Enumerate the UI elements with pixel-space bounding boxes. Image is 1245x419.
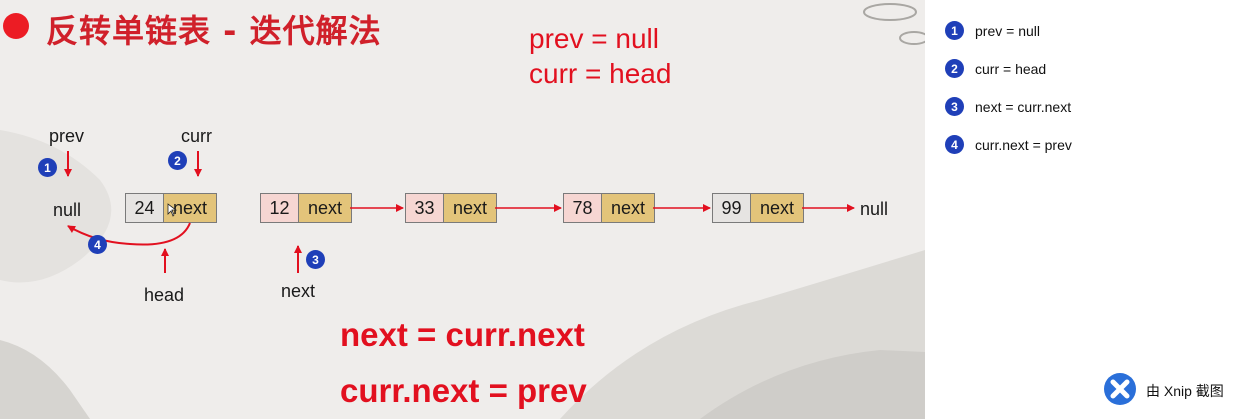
step-text: curr.next = prev: [975, 136, 1072, 153]
node-next-field: next: [299, 194, 351, 222]
code-line-next: next = curr.next: [340, 316, 585, 353]
bg-wave: [700, 350, 925, 419]
step-item: 2 curr = head: [945, 59, 1046, 78]
list-node: 12 next: [260, 193, 352, 223]
node-value: 78: [564, 194, 602, 222]
step-badge: 4: [88, 235, 107, 254]
bg-scroll-mid: [899, 31, 925, 45]
node-value: 99: [713, 194, 751, 222]
list-node: 99 next: [712, 193, 804, 223]
node-next-field: next: [164, 194, 216, 222]
step-text: prev = null: [975, 22, 1040, 39]
step-number-badge: 1: [945, 21, 964, 40]
step-badge: 2: [168, 151, 187, 170]
step-badge: 1: [38, 158, 57, 177]
step-number-badge: 2: [945, 59, 964, 78]
list-node: 78 next: [563, 193, 655, 223]
label-null-right: null: [860, 199, 889, 219]
step-item: 4 curr.next = prev: [945, 135, 1072, 154]
bg-scroll-top: [863, 3, 917, 21]
step-item: 1 prev = null: [945, 21, 1040, 40]
title-bullet: [3, 13, 29, 39]
node-value: 12: [261, 194, 299, 222]
label-prev: prev: [49, 126, 85, 146]
slide-background: [0, 3, 925, 419]
node-next-field: next: [444, 194, 496, 222]
step-text: next = curr.next: [975, 98, 1072, 115]
label-next-pointer: next: [281, 281, 316, 301]
node-next-field: next: [602, 194, 654, 222]
xnip-logo-icon: [1104, 373, 1136, 405]
init-line-prev: prev = null: [529, 23, 659, 54]
step-item: 3 next = curr.next: [945, 97, 1071, 116]
slide-title: 反转单链表 - 迭代解法: [46, 12, 382, 50]
label-null-left: null: [53, 200, 82, 220]
step-text: curr = head: [975, 60, 1047, 77]
slide: 反转单链表 - 迭代解法 prev = null curr = head pre…: [0, 0, 925, 419]
list-node: 24 next: [125, 193, 217, 223]
label-head: head: [144, 285, 185, 305]
step-number-badge: 3: [945, 97, 964, 116]
node-value: 33: [406, 194, 444, 222]
node-value: 24: [126, 194, 164, 222]
init-line-curr: curr = head: [529, 58, 672, 89]
step-number-badge: 4: [945, 135, 964, 154]
list-node: 33 next: [405, 193, 497, 223]
label-curr: curr: [181, 126, 212, 146]
bg-branch: [0, 340, 90, 419]
watermark: 由 Xnip 截图: [1146, 383, 1224, 399]
node-next-field: next: [751, 194, 803, 222]
code-line-curr-next: curr.next = prev: [340, 372, 587, 409]
step-badge: 3: [306, 250, 325, 269]
